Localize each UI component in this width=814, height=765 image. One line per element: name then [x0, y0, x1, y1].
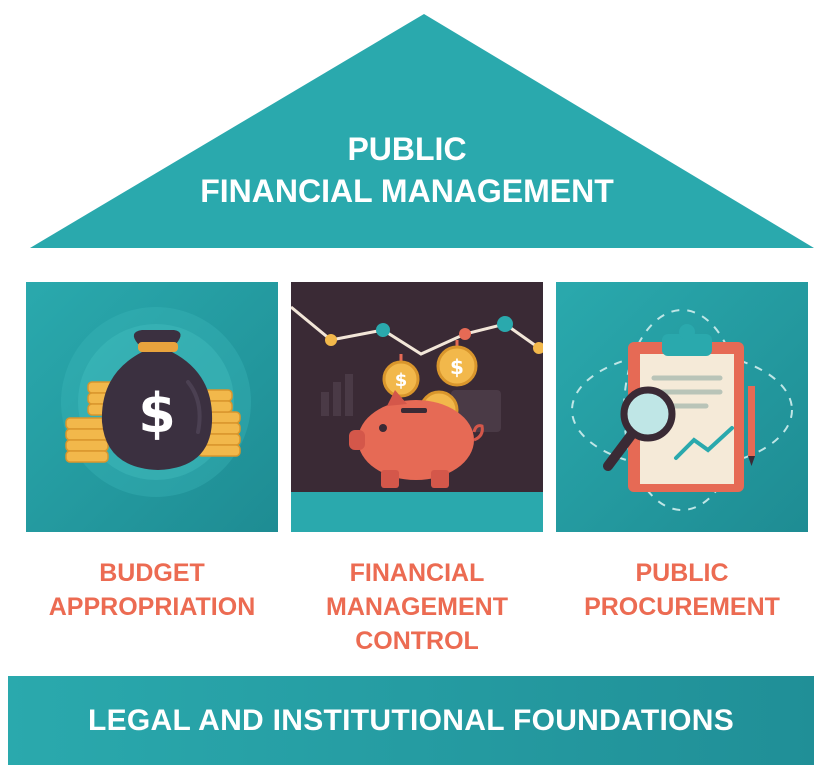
roof-title-line1: PUBLIC [347, 131, 467, 167]
svg-text:$: $ [450, 355, 464, 379]
pillar-financial-management-control: $ $ $ [291, 282, 543, 532]
caption-line: BUDGET [99, 559, 205, 587]
caption-line: CONTROL [355, 627, 479, 655]
caption-financial-management-control: FINANCIAL MANAGEMENT CONTROL [277, 556, 557, 658]
caption-line: PUBLIC [635, 559, 729, 587]
svg-text:$: $ [395, 370, 408, 391]
caption-line: PROCUREMENT [584, 593, 780, 621]
roof-triangle [30, 14, 814, 248]
pillar-budget-appropriation: $ [26, 282, 278, 532]
page-title: PUBLIC FINANCIAL MANAGEMENT [0, 128, 814, 212]
pillar-public-procurement [556, 282, 808, 532]
caption-line: APPROPRIATION [48, 593, 256, 621]
caption-line: FINANCIAL [349, 559, 485, 587]
clipboard-magnifier-icon [571, 309, 793, 511]
caption-budget-appropriation: BUDGET APPROPRIATION [12, 556, 292, 624]
svg-text:$: $ [138, 382, 176, 445]
caption-line: MANAGEMENT [326, 593, 508, 621]
roof-title-line2: FINANCIAL MANAGEMENT [200, 173, 614, 209]
piggy-bank-icon: $ $ $ [291, 305, 543, 532]
foundation-bar: LEGAL AND INSTITUTIONAL FOUNDATIONS [8, 676, 814, 765]
caption-public-procurement: PUBLIC PROCUREMENT [542, 556, 814, 624]
money-bag-icon: $ [61, 307, 251, 497]
